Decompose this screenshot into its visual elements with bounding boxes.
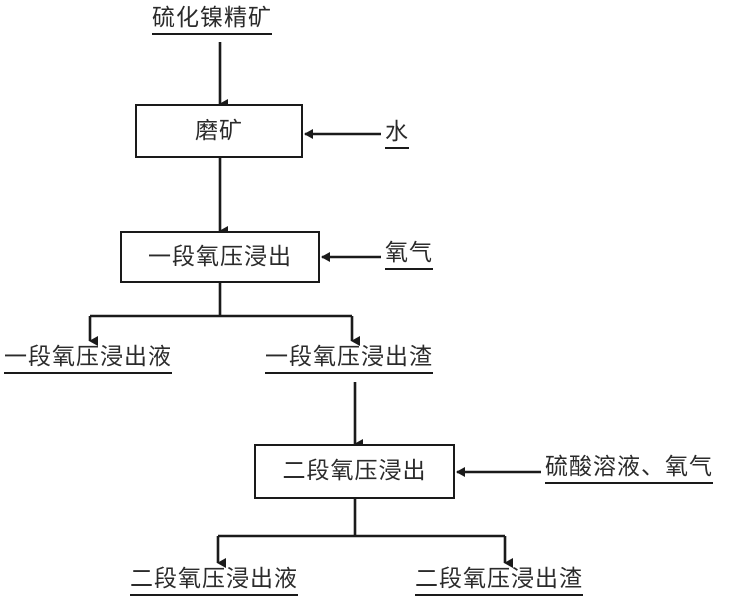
reagent-label-water: 水 <box>385 120 409 150</box>
reagent-label-acid-oxygen: 硫酸溶液、氧气 <box>545 455 713 485</box>
process-box-leach-stage1[interactable]: 一段氧压浸出 <box>120 231 320 283</box>
feed-material-label: 硫化镍精矿 <box>152 6 272 36</box>
output-label-stage1-residue: 一段氧压浸出渣 <box>265 345 433 375</box>
process-box-grinding[interactable]: 磨矿 <box>135 104 303 158</box>
process-box-leach-stage2[interactable]: 二段氧压浸出 <box>254 444 455 499</box>
process-box-leach-stage1-label: 一段氧压浸出 <box>148 243 292 270</box>
output-label-stage2-residue: 二段氧压浸出渣 <box>415 567 583 597</box>
process-box-leach-stage2-label: 二段氧压浸出 <box>282 458 427 484</box>
process-box-grinding-label: 磨矿 <box>195 117 243 144</box>
connector-leach1-split <box>88 283 360 346</box>
output-label-stage2-liquid: 二段氧压浸出液 <box>130 567 298 597</box>
output-label-stage1-liquid: 一段氧压浸出液 <box>4 345 172 375</box>
connector-leach2-split <box>216 499 513 568</box>
reagent-label-oxygen: 氧气 <box>385 241 433 271</box>
